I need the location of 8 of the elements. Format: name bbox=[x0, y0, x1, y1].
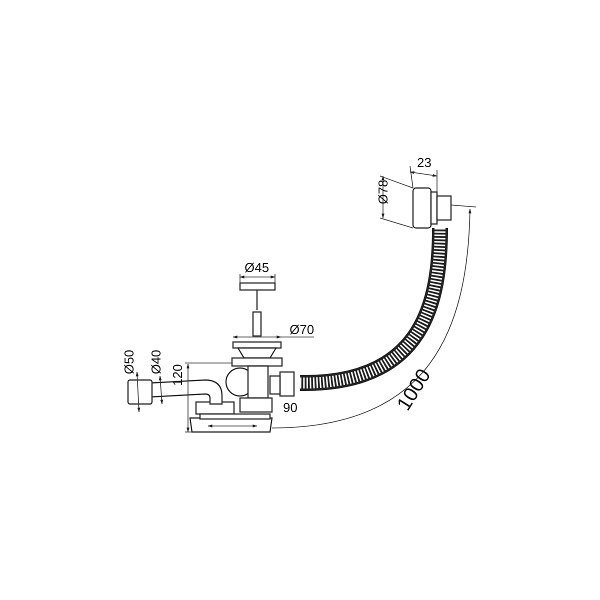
dimension-label: Ø40 bbox=[148, 350, 163, 374]
dimension-label: 23 bbox=[417, 156, 432, 170]
dimension-label: Ø45 bbox=[244, 261, 270, 275]
dimension-label: Ø50 bbox=[122, 350, 136, 374]
dimension-label: Ø78 bbox=[376, 180, 390, 204]
dimension-label: 90 bbox=[283, 401, 298, 415]
dimension-label: 120 bbox=[170, 364, 185, 386]
dimension-label: Ø70 bbox=[290, 323, 314, 337]
